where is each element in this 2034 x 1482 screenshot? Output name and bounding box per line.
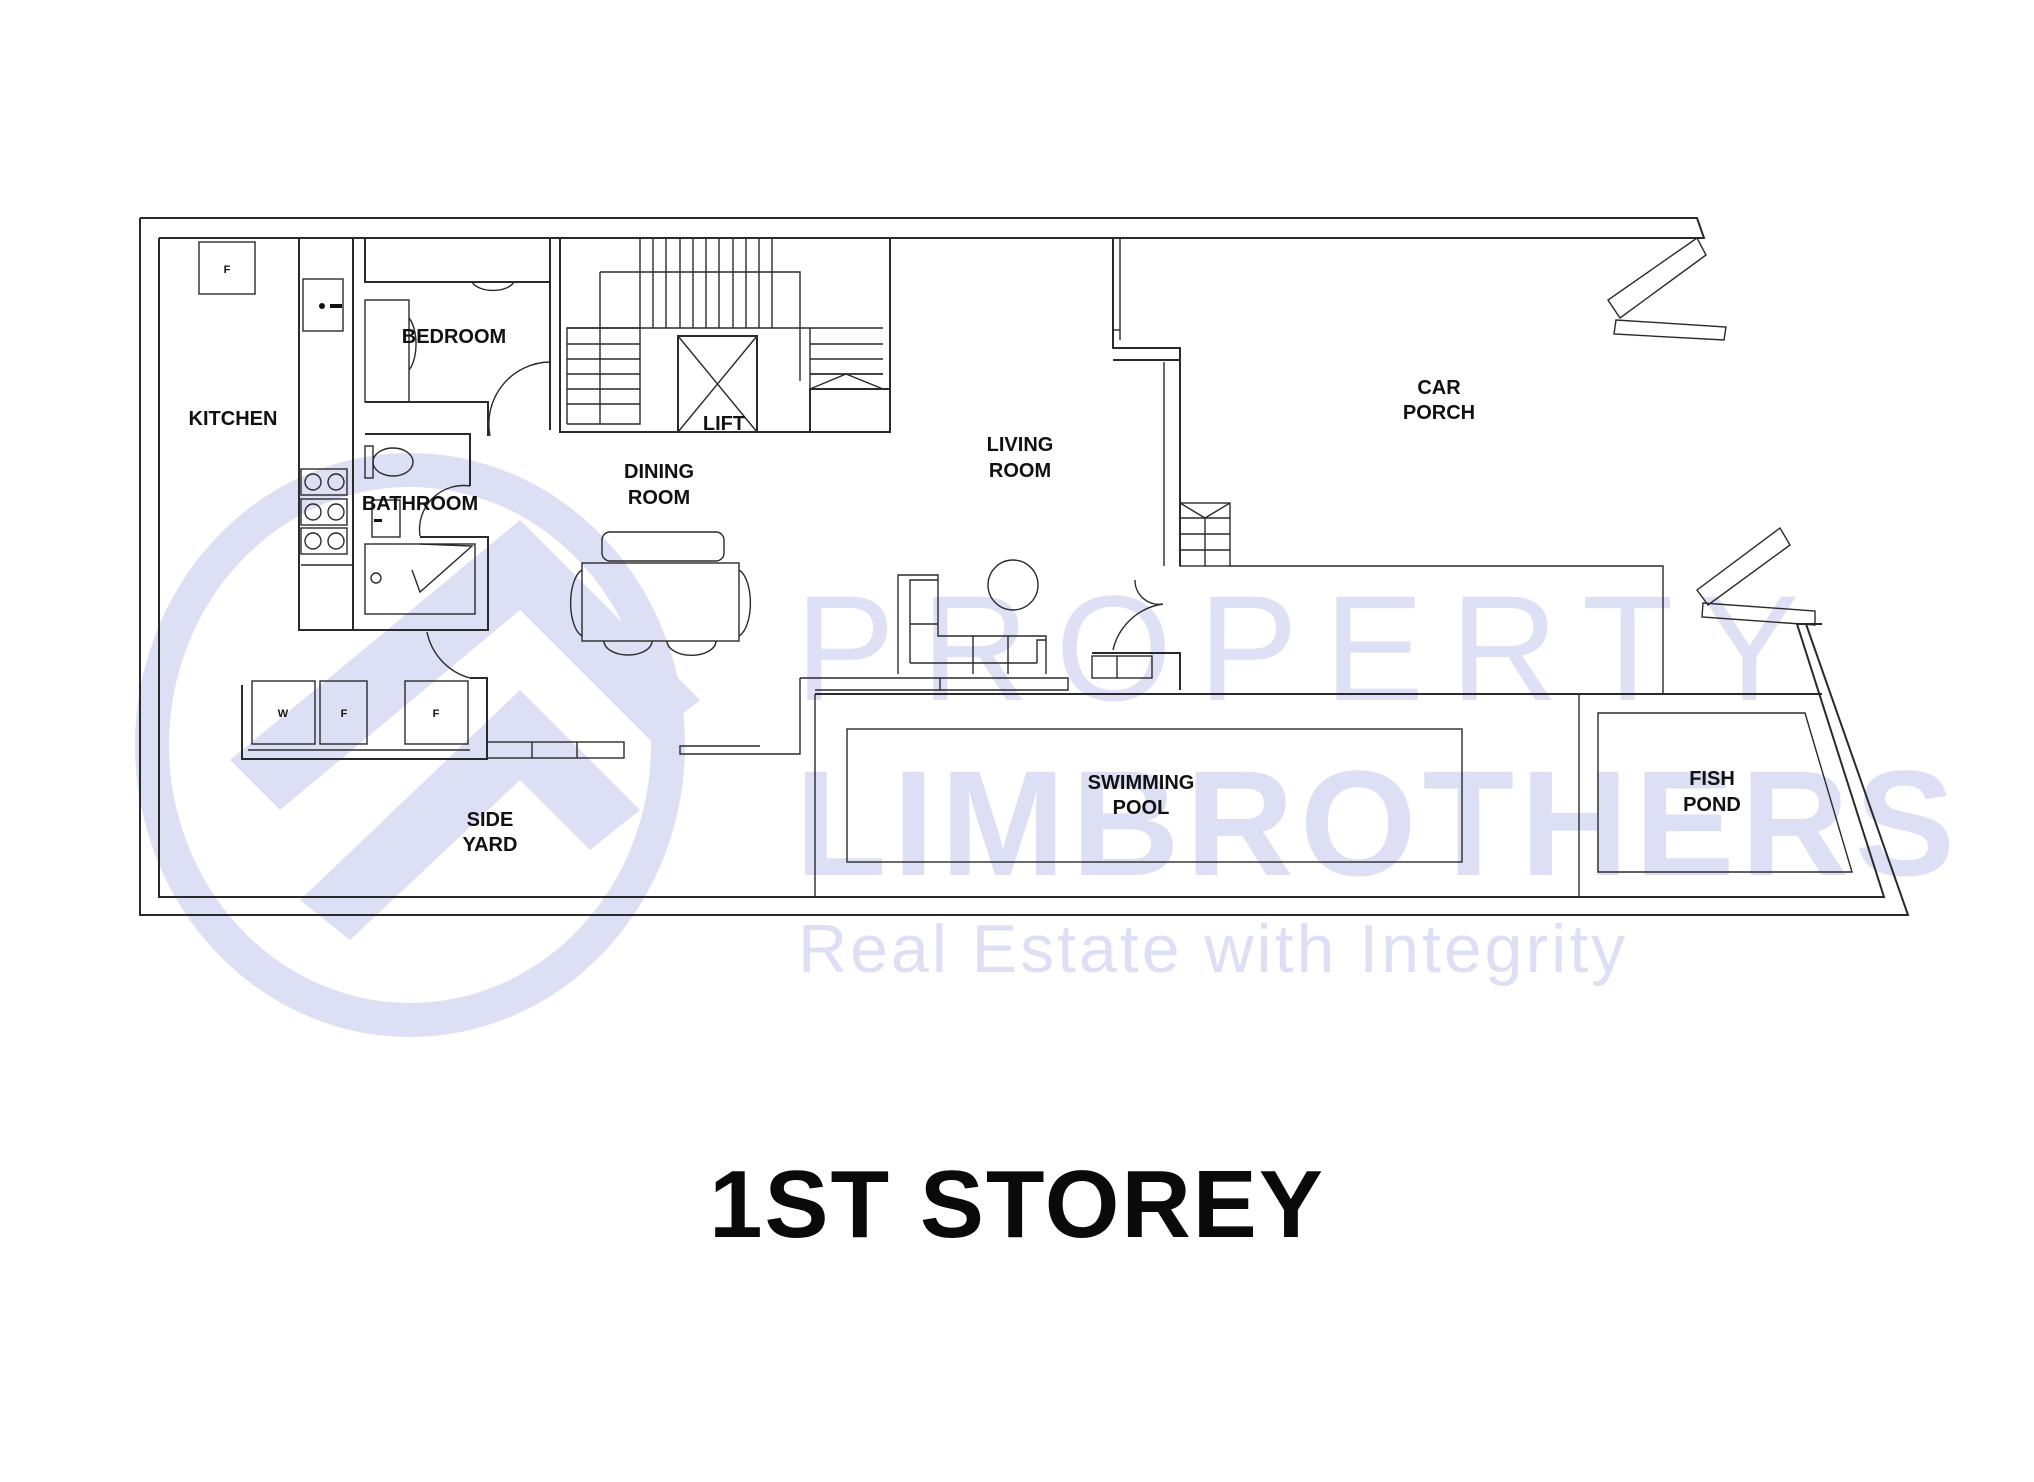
watermark-line2: LIMBROTHERS	[795, 739, 1961, 907]
porch-steps-icon	[1179, 502, 1231, 567]
kitchen-fridge	[198, 241, 256, 295]
yard-fridge-1-label: F	[341, 708, 348, 720]
room-label-dining-2: ROOM	[628, 487, 690, 509]
coffee-table	[987, 559, 1039, 611]
page-title: 1ST STOREY	[709, 1151, 1325, 1258]
room-label-living-1: LIVING	[987, 434, 1054, 456]
outer-boundary-wall	[140, 217, 1706, 239]
bedroom-wardrobe	[364, 237, 551, 283]
room-label-bedroom: BEDROOM	[402, 326, 506, 348]
watermark-tagline: Real Estate with Integrity	[798, 911, 1628, 987]
room-label-lift: LIFT	[703, 413, 745, 435]
room-label-fish-pond-2: POND	[1683, 794, 1741, 816]
kitchen-counter	[298, 237, 354, 631]
gate-top	[1607, 236, 1727, 341]
dining-table-icon	[569, 531, 752, 656]
toilet-icon	[364, 445, 414, 479]
room-label-pool-1: SWIMMING	[1088, 772, 1195, 794]
staircase-icon	[566, 238, 884, 432]
room-label-living-2: ROOM	[989, 460, 1051, 482]
room-label-car-porch-1: CAR	[1417, 377, 1461, 399]
washer	[251, 680, 316, 745]
yard-fridge-2	[404, 680, 469, 745]
room-label-side-yard-1: SIDE	[467, 809, 514, 831]
gate-bottom	[1696, 526, 1816, 626]
fish-pond	[1597, 712, 1853, 873]
bedroom-bed	[364, 299, 410, 403]
room-label-side-yard-2: YARD	[463, 834, 518, 856]
lift-icon	[677, 335, 758, 433]
room-label-dining-1: DINING	[624, 461, 694, 483]
kitchen-fridge-label: F	[224, 264, 231, 276]
watermark-line1: PROPERTY	[795, 564, 1825, 732]
watermark-logo-icon	[135, 453, 700, 1037]
washer-label: W	[278, 708, 289, 720]
swimming-pool	[846, 728, 1463, 863]
yard-fridge-2-label: F	[433, 708, 440, 720]
room-label-bathroom: BATHROOM	[362, 493, 478, 515]
sofa-icon	[897, 574, 1047, 674]
yard-fridge-1	[319, 680, 368, 745]
outer-boundary	[139, 218, 1910, 916]
bathroom-sink	[371, 499, 401, 538]
kitchen-sink	[302, 278, 344, 332]
room-label-car-porch-2: PORCH	[1403, 402, 1475, 424]
room-label-pool-2: POOL	[1113, 797, 1170, 819]
room-label-kitchen: KITCHEN	[189, 408, 278, 430]
room-label-fish-pond-1: FISH	[1689, 768, 1735, 790]
cooktop-icon	[300, 468, 348, 555]
